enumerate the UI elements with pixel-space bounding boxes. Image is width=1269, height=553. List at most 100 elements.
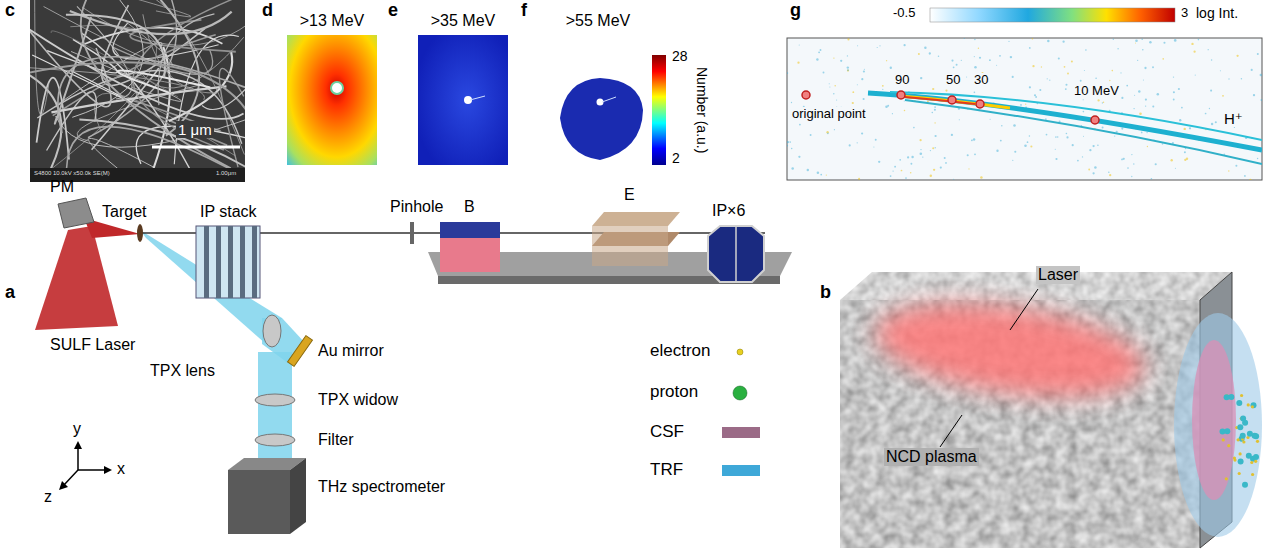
speckle [1123, 158, 1125, 160]
spectrum-image [976, 100, 984, 108]
speckle [1058, 57, 1060, 59]
speckle [887, 105, 889, 107]
speckle [1065, 84, 1067, 86]
speckle [1222, 95, 1224, 97]
speckle [920, 139, 922, 141]
speckle [1151, 178, 1153, 180]
plasma-illustration [940, 415, 962, 447]
speckle [1083, 136, 1084, 137]
speckle [930, 174, 932, 176]
speckle [1064, 66, 1066, 68]
speckle [940, 167, 942, 169]
speckle [829, 83, 830, 84]
particle [1224, 394, 1230, 400]
panel-letter: e [388, 0, 398, 21]
speckle [911, 156, 913, 158]
speckle [951, 134, 953, 136]
panel-letter: g [790, 0, 801, 21]
speckle [852, 102, 854, 104]
speckle [903, 44, 905, 46]
particle [1238, 472, 1241, 475]
speckle [1261, 99, 1263, 101]
speckle [847, 38, 849, 40]
speckle [1131, 154, 1132, 155]
speckle [1198, 39, 1200, 41]
speckle [918, 53, 920, 55]
speckle [833, 57, 834, 58]
speckle [1174, 39, 1177, 42]
image-panel: >55 MeV [548, 12, 648, 168]
speckle [996, 150, 998, 152]
proton-beam-profile [418, 35, 508, 165]
speckle [1138, 90, 1140, 92]
speckle [886, 60, 887, 61]
speckle [1215, 121, 1217, 123]
speckle [1211, 123, 1213, 125]
speckle [1082, 156, 1083, 157]
speckle [1102, 102, 1103, 103]
speckle [1103, 102, 1105, 104]
experiment-setup [78, 469, 106, 471]
proton-beam-profile [470, 96, 485, 100]
speckle [879, 45, 880, 46]
fiber [202, 81, 245, 109]
speckle [1228, 170, 1229, 171]
particle [1233, 457, 1236, 460]
image-panel: >35 MeV [413, 12, 513, 168]
speckle [933, 169, 935, 171]
legend-text: proton [650, 382, 698, 402]
experiment-setup [733, 386, 747, 400]
speckle [827, 133, 829, 135]
speckle [974, 39, 975, 40]
speckle [857, 45, 858, 46]
experiment-setup [592, 212, 680, 226]
speckle [1102, 127, 1104, 129]
panel-letter: a [5, 282, 15, 303]
speckle [1014, 151, 1016, 153]
speckle [1181, 107, 1183, 109]
speckle [816, 58, 818, 60]
plasma-illustration [840, 272, 1262, 548]
speckle [1249, 179, 1251, 180]
fiber [158, 14, 214, 105]
experiment-setup [735, 226, 737, 282]
speckle [1041, 66, 1042, 67]
speckle [1184, 151, 1186, 153]
speckle [1251, 69, 1253, 71]
proton-beam-profile [287, 35, 666, 165]
speckle [945, 90, 947, 92]
speckle [817, 171, 819, 173]
speckle [1047, 78, 1048, 79]
speckle [875, 139, 877, 141]
speckle [953, 66, 955, 68]
particle [1237, 438, 1240, 441]
speckle [905, 177, 907, 179]
fiber [88, 138, 153, 168]
speckle [1133, 163, 1134, 164]
speckle [1155, 163, 1157, 165]
speckle [1178, 88, 1180, 90]
particle [1224, 428, 1230, 434]
speckle [1012, 160, 1013, 161]
particle [1240, 394, 1243, 397]
speckle [847, 69, 849, 71]
speckle [847, 70, 849, 72]
legend-text: TRF [650, 460, 683, 480]
image-panel: >13 MeV [282, 12, 382, 168]
speckle [1057, 136, 1058, 137]
speckle [1241, 78, 1242, 79]
speckle [973, 138, 975, 140]
proton-beam-profile [602, 97, 616, 102]
particle [1247, 431, 1253, 437]
speckle [1094, 166, 1097, 169]
speckle [1152, 66, 1154, 68]
sem-image [20, 0, 259, 182]
speckle [971, 139, 973, 141]
speckle [1092, 172, 1094, 174]
speckle [1173, 76, 1174, 77]
speckle [1162, 58, 1164, 60]
speckle [890, 67, 892, 69]
speckle [1210, 90, 1212, 92]
speckle [1065, 88, 1067, 90]
speckle [882, 85, 884, 87]
